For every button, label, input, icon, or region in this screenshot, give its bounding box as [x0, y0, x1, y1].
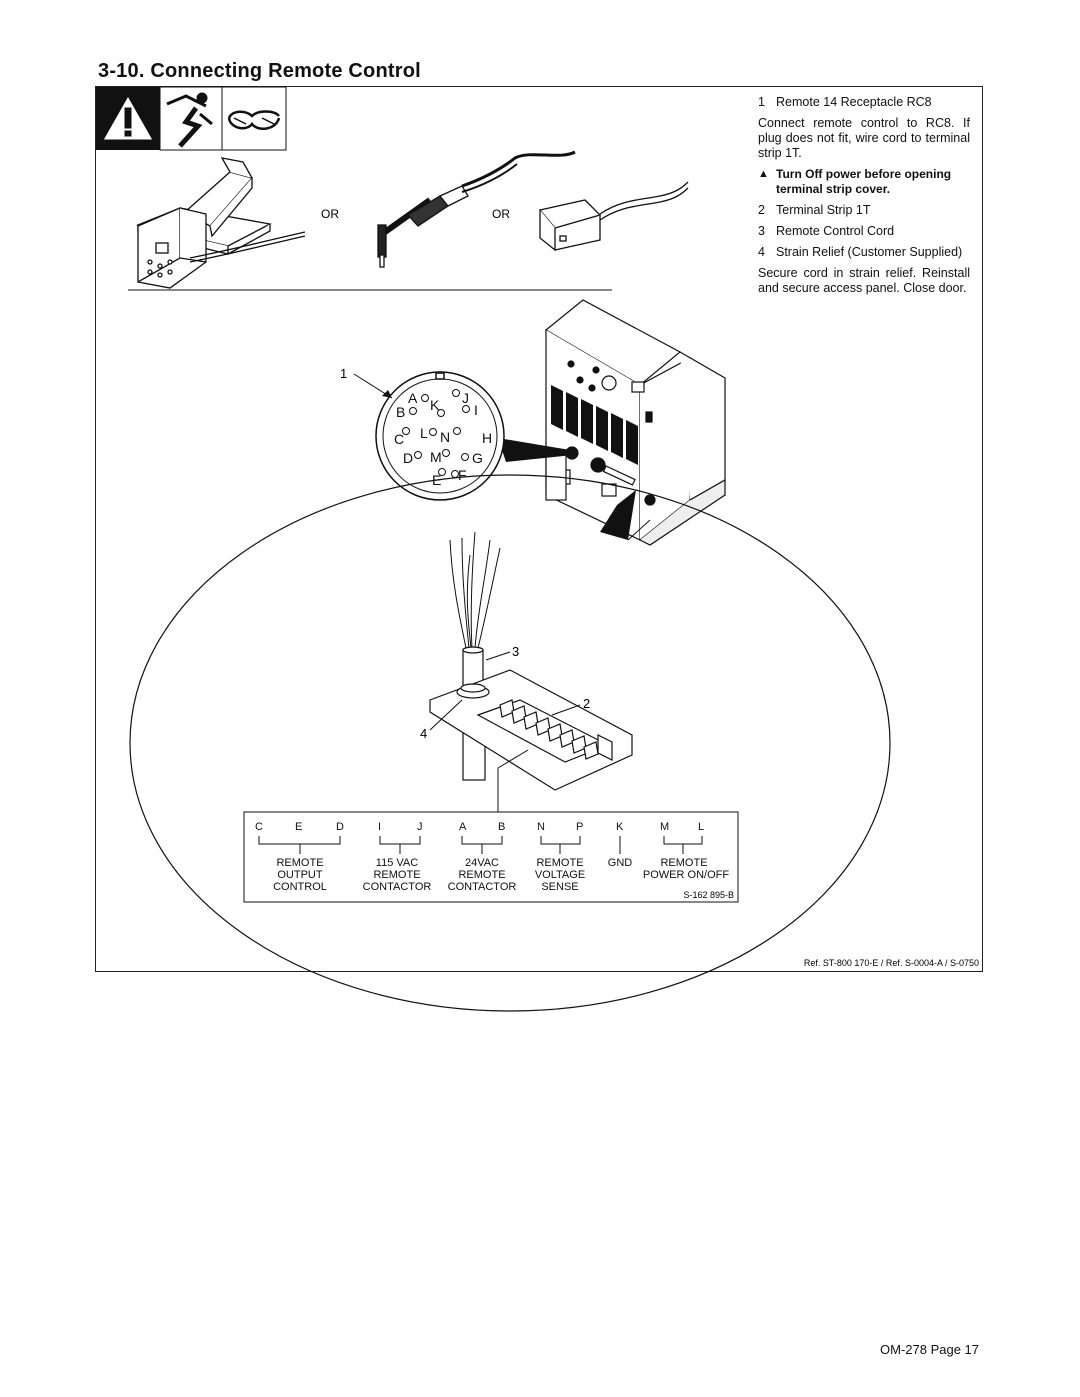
- item-number: 4: [758, 245, 765, 259]
- pin-K: K: [430, 397, 440, 413]
- section-number: 3-10.: [98, 60, 145, 82]
- cord-wires: [449, 531, 501, 649]
- pin-A: A: [408, 390, 418, 406]
- func-gnd: GND: [608, 857, 633, 869]
- table-pin-E: E: [295, 821, 302, 833]
- electric-shock-icon: [166, 92, 213, 148]
- item-label: Strain Relief (Customer Supplied): [776, 245, 963, 259]
- callout-2: 2: [583, 696, 590, 711]
- table-pin-L: L: [698, 821, 704, 833]
- welder-drawing: [544, 299, 726, 546]
- torch-drawing: [377, 150, 576, 268]
- hand-control-drawing: [135, 157, 306, 289]
- reference-note: Ref. ST-800 170-E / Ref. S-0004-A / S-07…: [804, 958, 979, 968]
- instructions-panel: 1 Remote 14 Receptacle RC8 Connect remot…: [758, 95, 970, 302]
- table-pin-A: A: [459, 821, 467, 833]
- safety-glasses-icon: [227, 110, 281, 131]
- item-label: Terminal Strip 1T: [776, 203, 871, 217]
- item-number: 1: [758, 95, 765, 109]
- instruction-item-2: 2 Terminal Strip 1T: [758, 203, 970, 218]
- instruction-item-3: 3 Remote Control Cord: [758, 224, 970, 239]
- func-remote-output-1: REMOTE: [276, 857, 323, 869]
- warning-triangle-icon: ▲: [758, 168, 769, 180]
- func-24vac-3: CONTACTOR: [448, 881, 517, 893]
- table-pin-J: J: [417, 821, 423, 833]
- page-footer: OM-278 Page 17: [880, 1342, 980, 1357]
- func-115vac-3: CONTACTOR: [363, 881, 432, 893]
- func-power-1: REMOTE: [660, 857, 707, 869]
- detail-ellipse: [129, 474, 891, 1012]
- pin-functions: REMOTE OUTPUT CONTROL 115 VAC REMOTE CON…: [273, 857, 729, 893]
- zoom-wedge-receptacle: [498, 438, 573, 462]
- func-voltage-sense-2: VOLTAGE: [535, 869, 585, 881]
- instruction-paragraph-1: Connect remote control to RC8. If plug d…: [758, 116, 970, 160]
- terminal-board: [429, 669, 633, 791]
- pin-L: L: [420, 425, 428, 441]
- table-pin-P: P: [576, 821, 583, 833]
- or-label-1: OR: [321, 207, 339, 221]
- pin-letters: C E D I J A B N P K M L: [255, 821, 704, 833]
- pin-D: D: [403, 450, 413, 466]
- foot-control-drawing: [538, 181, 689, 252]
- table-pin-M: M: [660, 821, 669, 833]
- warning-text: Turn Off power before opening terminal s…: [776, 167, 952, 196]
- pin-J: J: [462, 390, 469, 406]
- table-pin-K: K: [616, 821, 624, 833]
- table-pin-N: N: [537, 821, 545, 833]
- instruction-paragraph-2: Secure cord in strain relief. Reinstall …: [758, 266, 970, 295]
- pin-H: H: [482, 430, 492, 446]
- callout-4: 4: [420, 726, 427, 741]
- safety-symbols: [96, 86, 287, 151]
- figure-frame: [95, 86, 983, 972]
- callout-1: 1: [340, 366, 347, 381]
- pin-I: I: [474, 402, 478, 418]
- func-voltage-sense-1: REMOTE: [536, 857, 583, 869]
- warning-note: ▲ Turn Off power before opening terminal…: [758, 167, 970, 197]
- func-115vac-1: 115 VAC: [376, 857, 418, 869]
- func-remote-output-2: OUTPUT: [277, 869, 323, 881]
- section-title-text: Connecting Remote Control: [150, 60, 421, 82]
- instruction-item-1: 1 Remote 14 Receptacle RC8: [758, 95, 970, 110]
- pin-C: C: [394, 431, 404, 447]
- item-number: 3: [758, 224, 765, 238]
- pin-F: F: [458, 467, 467, 483]
- pin-function-table: [243, 811, 739, 903]
- item-label: Remote Control Cord: [776, 224, 895, 238]
- pin-N: N: [440, 429, 450, 445]
- pin-brackets: [258, 836, 703, 854]
- func-remote-output-3: CONTROL: [273, 881, 327, 893]
- func-115vac-2: REMOTE: [373, 869, 420, 881]
- zoom-wedge-terminal: [600, 490, 636, 540]
- or-label-2: OR: [492, 207, 510, 221]
- pin-B: B: [396, 404, 405, 420]
- callout-3: 3: [512, 644, 519, 659]
- section-title: 3-10. Connecting Remote Control: [98, 60, 421, 83]
- table-pin-C: C: [255, 821, 263, 833]
- instruction-item-4: 4 Strain Relief (Customer Supplied): [758, 245, 970, 260]
- pin-M: M: [430, 449, 442, 465]
- func-24vac-1: 24VAC: [465, 857, 499, 869]
- item-number: 2: [758, 203, 765, 217]
- pin-G: G: [472, 450, 483, 466]
- table-pin-B: B: [498, 821, 505, 833]
- func-24vac-2: REMOTE: [458, 869, 505, 881]
- func-voltage-sense-3: SENSE: [541, 881, 578, 893]
- func-power-2: POWER ON/OFF: [643, 869, 729, 881]
- table-pin-D: D: [336, 821, 344, 833]
- item-label: Remote 14 Receptacle RC8: [776, 95, 932, 109]
- table-pin-I: I: [378, 821, 381, 833]
- drawing-ref: S-162 895-B: [683, 890, 734, 900]
